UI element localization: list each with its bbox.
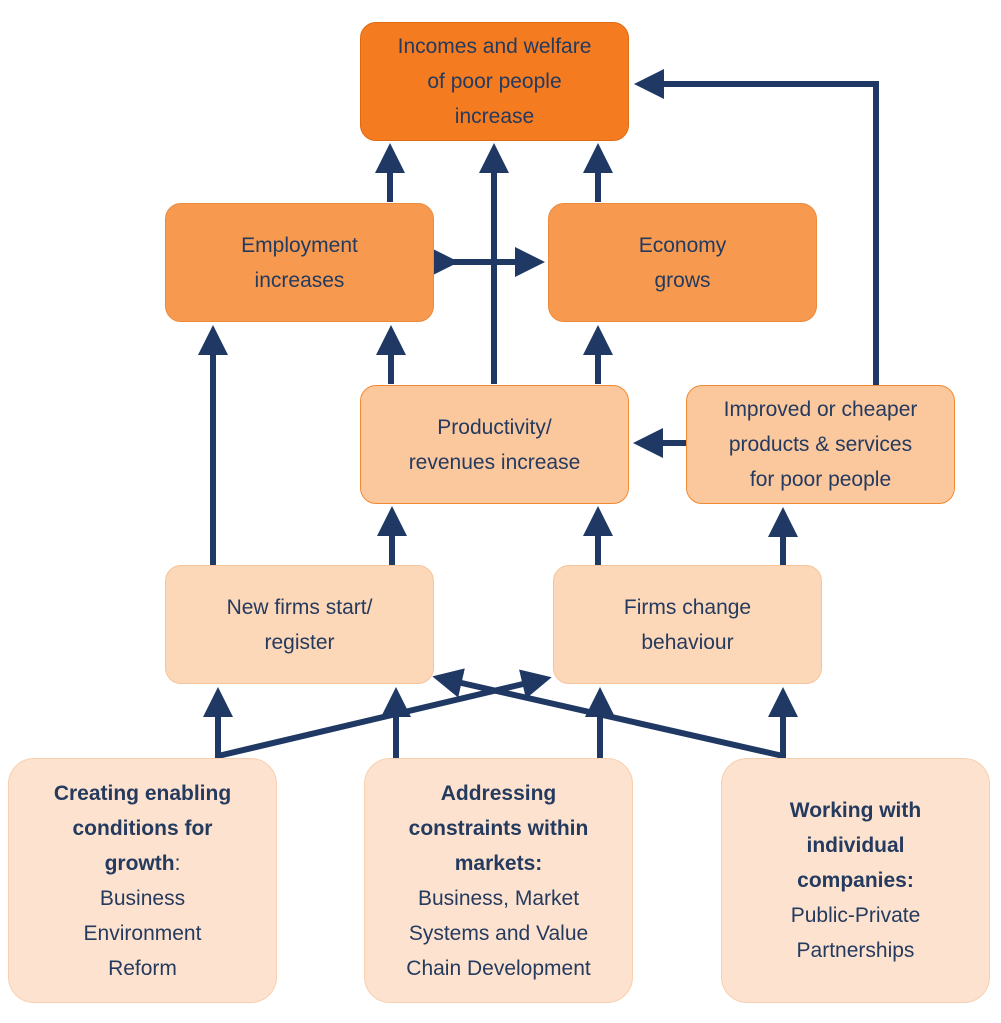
individual-heading-3: companies: [797, 869, 914, 892]
individual-heading-1: Working with [789, 799, 922, 822]
enabling-heading-bold: growth [104, 851, 175, 875]
productivity-line-2: revenues increase [408, 450, 581, 474]
firms-change-box: Firms change behaviour [553, 565, 822, 684]
new-firms-line-2: register [264, 630, 335, 654]
employment-line-2: increases [254, 268, 345, 292]
incomes-line-3: increase [454, 105, 535, 128]
economy-line-2: grows [654, 268, 711, 292]
enabling-conditions-box: Creating enabling conditions for growth:… [8, 758, 277, 1003]
firms-change-line-1: Firms change [623, 595, 752, 619]
new-firms-box: New firms start/ register [165, 565, 434, 684]
enabling-heading-2: conditions for [72, 816, 213, 840]
incomes-line-1: Incomes and welfare [397, 35, 592, 58]
individual-body-2: Partnerships [796, 939, 915, 962]
improved-line-2: products & services [728, 433, 913, 456]
enabling-body-1: Business [99, 886, 186, 910]
arrow-individual-to-new-firms [432, 668, 784, 759]
constraints-body-2: Systems and Value [408, 921, 589, 945]
economy-line-1: Economy [638, 233, 727, 257]
enabling-body-3: Reform [108, 956, 177, 980]
employment-line-1: Employment [241, 233, 358, 257]
enabling-heading-3: growth: [54, 846, 231, 881]
constraints-heading-1: Addressing [440, 781, 557, 805]
enabling-heading-colon: : [174, 851, 181, 875]
constraints-body-1: Business, Market [417, 886, 580, 910]
constraints-body-3: Chain Development [406, 956, 591, 980]
individual-body-1: Public-Private [790, 904, 921, 927]
improved-line-1: Improved or cheaper [723, 398, 918, 421]
improved-line-3: for poor people [749, 468, 892, 491]
incomes-line-2: of poor people [427, 70, 562, 93]
new-firms-line-1: New firms start/ [226, 595, 373, 619]
enabling-body-2: Environment [83, 921, 202, 945]
individual-companies-box: Working with individual companies: Publi… [721, 758, 990, 1003]
arrow-enabling-to-firms-change [217, 669, 552, 759]
economy-grows-box: Economy grows [548, 203, 817, 322]
improved-products-box: Improved or cheaper products & services … [686, 385, 955, 504]
constraints-heading-3: markets: [454, 851, 543, 875]
productivity-line-1: Productivity/ [437, 415, 552, 439]
addressing-constraints-box: Addressing constraints within markets: B… [364, 758, 633, 1003]
incomes-welfare-box: Incomes and welfare of poor people incre… [360, 22, 629, 141]
individual-heading-2: individual [806, 834, 905, 857]
firms-change-line-2: behaviour [641, 630, 734, 654]
arrow-improved-to-incomes [634, 69, 879, 385]
employment-increases-box: Employment increases [165, 203, 434, 322]
constraints-heading-2: constraints within [408, 816, 589, 840]
enabling-heading-1: Creating enabling [53, 781, 232, 805]
productivity-revenues-box: Productivity/ revenues increase [360, 385, 629, 504]
